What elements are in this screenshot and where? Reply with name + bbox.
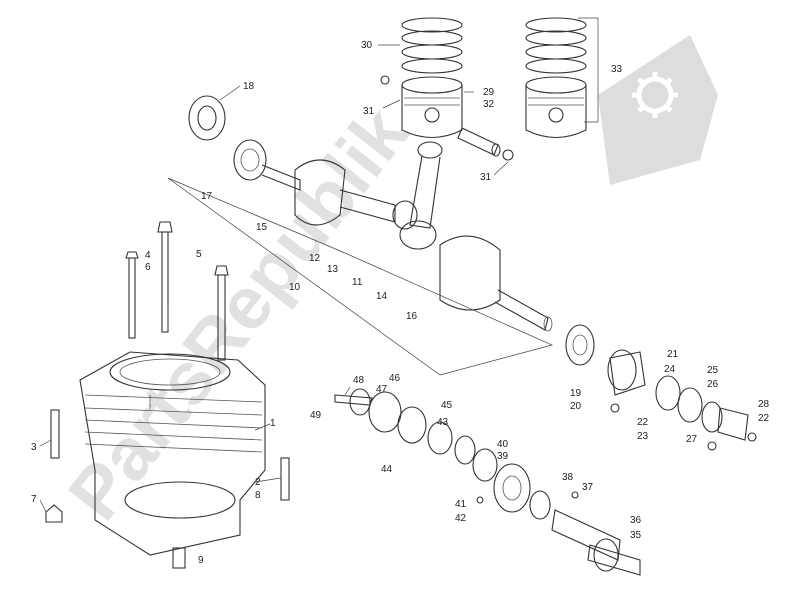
callout-14: 14 <box>376 291 388 302</box>
callout-2: 2 <box>255 477 261 488</box>
piston-right <box>525 17 587 138</box>
callout-5: 5 <box>196 249 202 260</box>
callout-32: 32 <box>483 99 495 110</box>
callout-33: 33 <box>611 64 623 75</box>
callout-4: 4 <box>145 250 151 261</box>
callout-46: 46 <box>389 373 401 384</box>
callout-12: 12 <box>309 253 321 264</box>
callout-7: 7 <box>31 494 37 505</box>
callout-21: 21 <box>667 349 679 360</box>
right-side-seals-bearings <box>565 324 757 451</box>
leader-lines <box>39 17 599 513</box>
callout-41: 41 <box>455 499 467 510</box>
callout-27: 27 <box>686 434 698 445</box>
callout-38: 38 <box>562 472 574 483</box>
gear-stack <box>334 388 641 576</box>
callout-28: 28 <box>758 399 770 410</box>
callout-11: 11 <box>352 277 363 288</box>
piston-left <box>401 17 463 138</box>
callout-17: 17 <box>201 191 213 202</box>
callout-23: 23 <box>637 431 649 442</box>
callout-labels: 30 33 29 32 31 31 18 17 15 12 13 11 10 1… <box>31 40 770 566</box>
callout-25: 25 <box>707 365 719 376</box>
crankshaft <box>167 95 554 376</box>
callout-16: 16 <box>406 311 418 322</box>
callout-42: 42 <box>455 513 467 524</box>
callout-31-top: 31 <box>363 106 375 117</box>
callout-24: 24 <box>664 364 676 375</box>
callout-18: 18 <box>243 81 255 92</box>
callout-13: 13 <box>327 264 339 275</box>
callout-29: 29 <box>483 87 495 98</box>
callout-47: 47 <box>376 384 388 395</box>
callout-45: 45 <box>441 400 453 411</box>
callout-40: 40 <box>497 439 509 450</box>
callout-36: 36 <box>630 515 642 526</box>
callout-26: 26 <box>707 379 719 390</box>
callout-15: 15 <box>256 222 268 233</box>
callout-22-left: 22 <box>637 417 649 428</box>
connecting-rod <box>399 141 443 250</box>
cylinder-studs <box>45 221 290 569</box>
callout-31-bottom: 31 <box>480 172 492 183</box>
callout-35: 35 <box>630 530 642 541</box>
callout-20: 20 <box>570 401 582 412</box>
callout-30: 30 <box>361 40 373 51</box>
callout-44: 44 <box>381 464 393 475</box>
callout-19: 19 <box>570 388 582 399</box>
gear-flag-icon <box>598 35 718 185</box>
cylinder-block <box>79 351 266 556</box>
callout-8: 8 <box>255 490 261 501</box>
piston-pin-and-clips <box>380 75 514 161</box>
callout-39: 39 <box>497 451 509 462</box>
callout-3: 3 <box>31 442 37 453</box>
callout-10: 10 <box>289 282 301 293</box>
callout-6: 6 <box>145 262 151 273</box>
callout-22-right: 22 <box>758 413 770 424</box>
watermark: PartsRepublik <box>52 35 718 535</box>
callout-43: 43 <box>437 417 449 428</box>
callout-49: 49 <box>310 410 322 421</box>
callout-48: 48 <box>353 375 365 386</box>
watermark-text: PartsRepublik <box>52 91 424 535</box>
callout-1: 1 <box>270 418 276 429</box>
callout-37: 37 <box>582 482 594 493</box>
callout-9: 9 <box>198 555 204 566</box>
